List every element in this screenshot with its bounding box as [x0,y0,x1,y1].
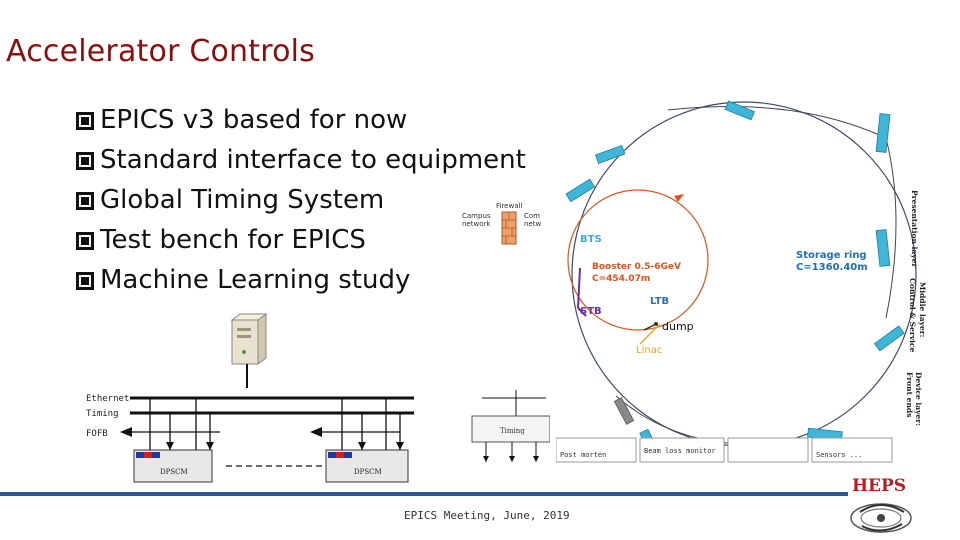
timing-box-label: Timing [500,427,525,435]
dump-label: dump [662,320,694,333]
com-label: Com [524,212,540,220]
bottom-boxes: Post morten Beam loss monitor Sensors ..… [556,437,893,463]
post-mortem-box: Post morten [560,451,606,459]
square-bullet-icon [76,152,94,170]
dpscm-label: DPSCM [354,468,382,476]
booster-label: Booster 0.5-6GeV [592,262,681,272]
bus-diagram: Ethernet Timing FOFB DPSCM DPSCM Timi [86,313,550,483]
booster-circumference: C=454.07m [592,274,650,284]
server-icon [230,313,268,365]
heps-logo-icon [850,503,912,533]
layer-label-middle: Middle layer: [918,282,927,338]
layer-label-middle-sub: Control & Service [908,278,917,353]
accelerator-ring-diagram: BTS Booster 0.5-6GeV C=454.07m Storage r… [556,100,927,463]
footer-accent-bar [0,492,848,496]
firewall-diagram: Firewall Campus network Com netw [462,202,541,245]
dpscm-unit: DPSCM [325,449,409,483]
bullet-item: Global Timing System [76,180,526,220]
sensors-box: Sensors ... [816,451,862,459]
dpscm-unit: DPSCM [133,449,213,483]
square-bullet-icon [76,112,94,130]
bullet-item: Machine Learning study [76,260,526,300]
bullet-list: EPICS v3 based for now Standard interfac… [76,100,526,300]
footer-text: EPICS Meeting, June, 2019 [404,509,570,522]
firewall-label: Firewall [496,202,522,210]
layer-label-presentation: Presentation layer [910,190,919,268]
bus-label-fofb: FOFB [86,429,108,439]
stb-label: STB [580,306,602,317]
bullet-text: Test bench for EPICS [100,225,366,255]
bullet-item: EPICS v3 based for now [76,100,526,140]
heps-logo-text: HEPS [852,476,907,496]
bullet-text: Global Timing System [100,185,385,215]
firewall-icon [501,211,517,245]
bullet-item: Standard interface to equipment [76,140,526,180]
netw-label: netw [524,220,541,228]
ltb-label: LTB [650,296,669,307]
bts-label: BTS [580,234,602,245]
square-bullet-icon [76,272,94,290]
bus-label-ethernet: Ethernet [86,394,129,404]
bullet-item: Test bench for EPICS [76,220,526,260]
square-bullet-icon [76,232,94,250]
timing-box: Timing [471,390,550,462]
storage-ring-label: Storage ring [796,250,867,261]
dpscm-label: DPSCM [160,468,188,476]
layer-label-device-sub: Front ends [905,372,914,417]
magnet-segments [565,100,905,461]
booster-ring [567,189,709,331]
square-bullet-icon [76,192,94,210]
storage-ring-circumference: C=1360.40m [796,262,868,273]
layer-label-device: Device layer: [914,372,923,426]
beam-loss-box: Beam loss monitor [644,447,716,455]
bullet-text: Machine Learning study [100,265,411,295]
network-label: network [462,220,491,228]
campus-label: Campus [462,212,491,220]
layer-labels: Presentation layer Middle layer: Control… [905,190,927,426]
linac-label: Linac [636,345,662,356]
slide-title: Accelerator Controls [6,34,316,69]
bus-label-timing: Timing [86,409,119,419]
bullet-text: EPICS v3 based for now [100,105,408,135]
bullet-text: Standard interface to equipment [100,145,526,175]
